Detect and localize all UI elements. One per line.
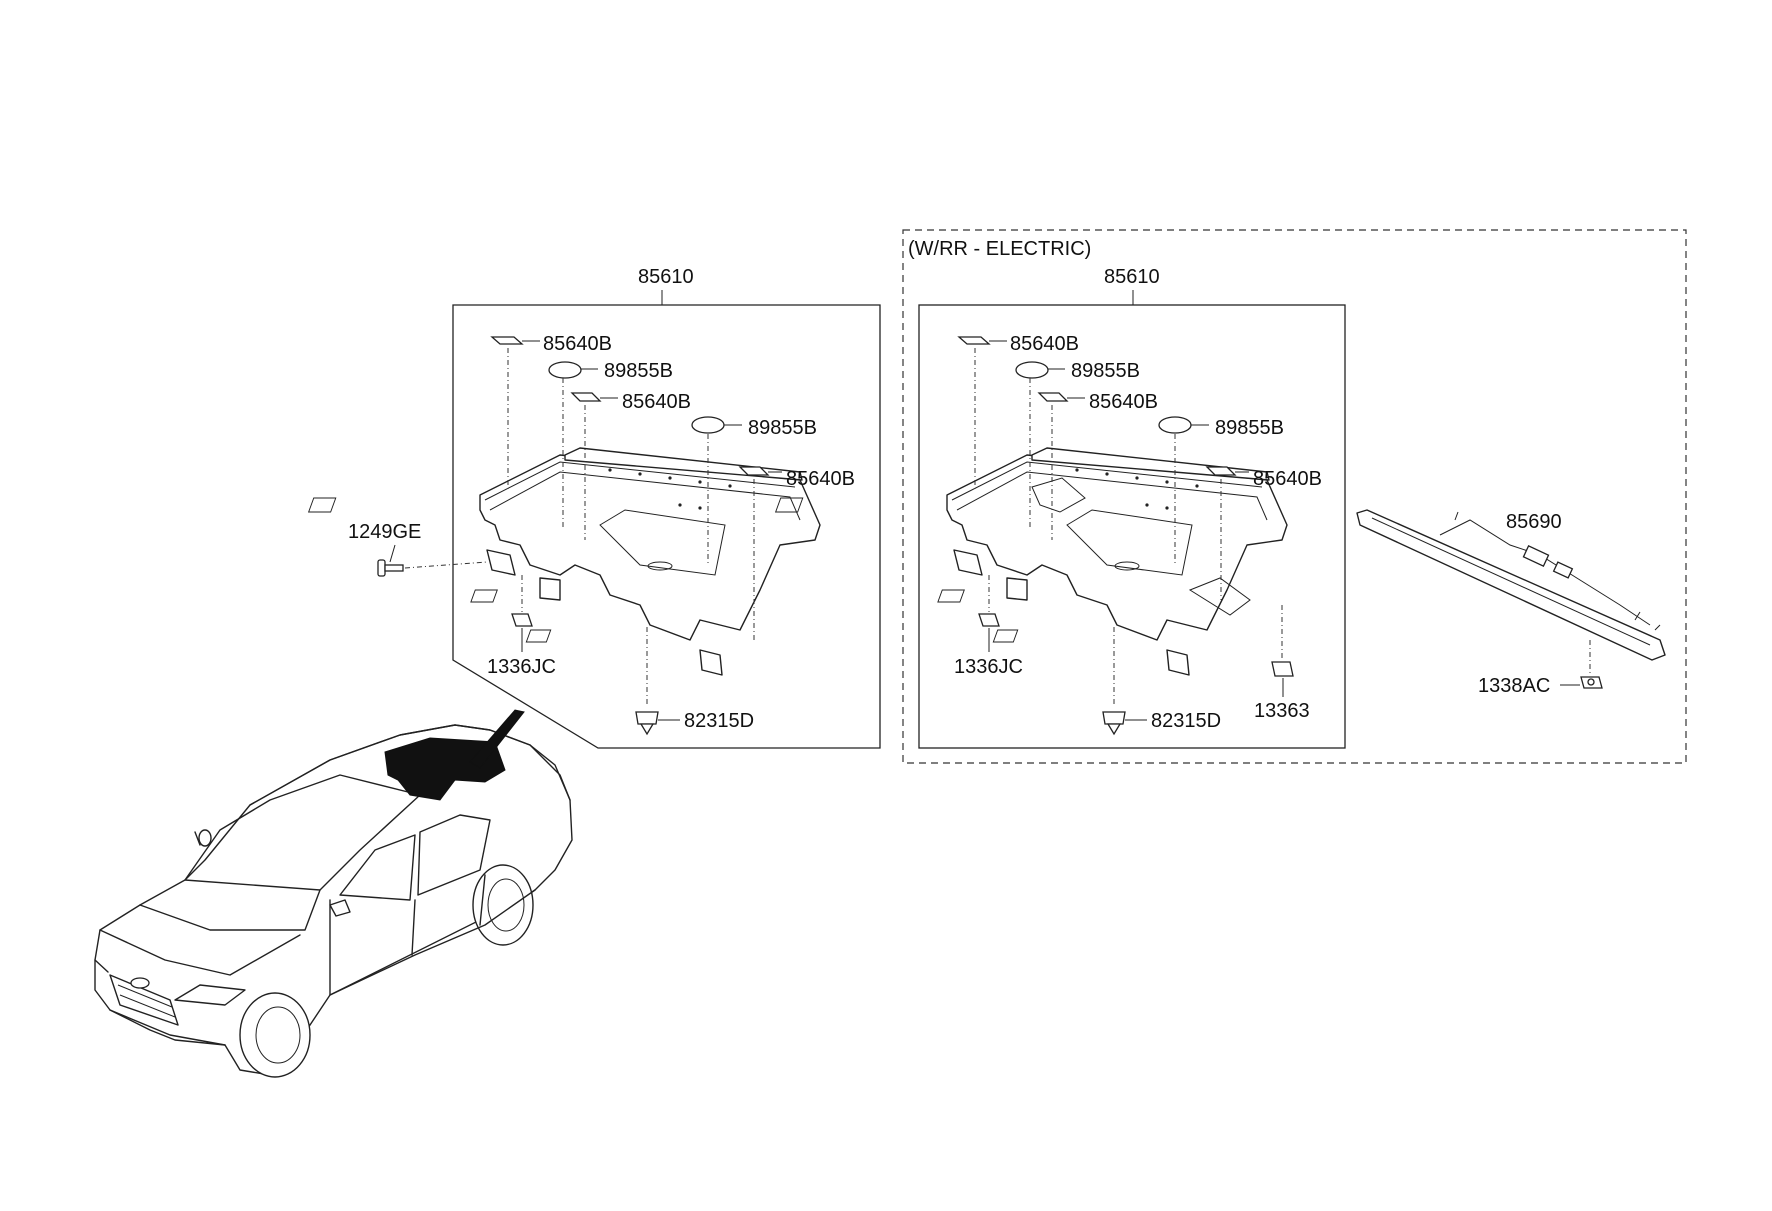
left-assembly: 85610 85640B 89855B 85640B 89855B 8564 xyxy=(307,266,881,749)
left-clip-label: 1336JC xyxy=(487,656,556,678)
right-assembly-label: 85610 xyxy=(1104,266,1160,288)
left-part-label-3: 85640B xyxy=(622,391,691,413)
electric-group-label: (W/RR - ELECTRIC) xyxy=(908,238,1091,260)
right-fastener-label: 82315D xyxy=(1151,710,1221,732)
right-part-label-1: 85640B xyxy=(1010,333,1079,355)
electric-group-frame xyxy=(902,229,1687,764)
right-fastener-icon xyxy=(1102,711,1126,736)
left-fastener-label: 82315D xyxy=(684,710,754,732)
right-part-label-2: 89855B xyxy=(1071,360,1140,382)
left-part-label-2: 89855B xyxy=(604,360,673,382)
tray-highlight xyxy=(384,737,506,801)
left-clip-icon xyxy=(511,613,533,627)
rear-curtain-motor xyxy=(1356,509,1666,661)
right-clip2-label: 13363 xyxy=(1254,700,1310,722)
left-part-label-5: 85640B xyxy=(786,468,855,490)
left-fastener-icon xyxy=(635,711,659,736)
left-part-label-4: 89855B xyxy=(748,417,817,439)
nut-label: 1338AC xyxy=(1478,675,1550,697)
right-part-label-4: 89855B xyxy=(1215,417,1284,439)
right-part-label-3: 85640B xyxy=(1089,391,1158,413)
right-assembly-frame xyxy=(918,304,1346,749)
right-part-label-5: 85640B xyxy=(1253,468,1322,490)
tray-pointer xyxy=(469,709,525,769)
right-clip-label: 1336JC xyxy=(954,656,1023,678)
right-clip-icon xyxy=(978,613,1000,627)
left-assembly-label: 85610 xyxy=(638,266,694,288)
right-pads xyxy=(957,336,1249,600)
motor-label: 85690 xyxy=(1506,511,1562,533)
electric-group: (W/RR - ELECTRIC) 85610 85640B 8985 xyxy=(774,229,1687,764)
nut-icon xyxy=(1580,676,1603,689)
left-part-label-1: 85640B xyxy=(543,333,612,355)
screw-icon xyxy=(377,559,404,577)
car-illustration xyxy=(94,709,573,1078)
left-assembly-frame xyxy=(452,304,881,749)
left-pads xyxy=(490,336,782,640)
screw-label: 1249GE xyxy=(348,521,421,543)
right-clip2-icon xyxy=(1271,661,1294,677)
